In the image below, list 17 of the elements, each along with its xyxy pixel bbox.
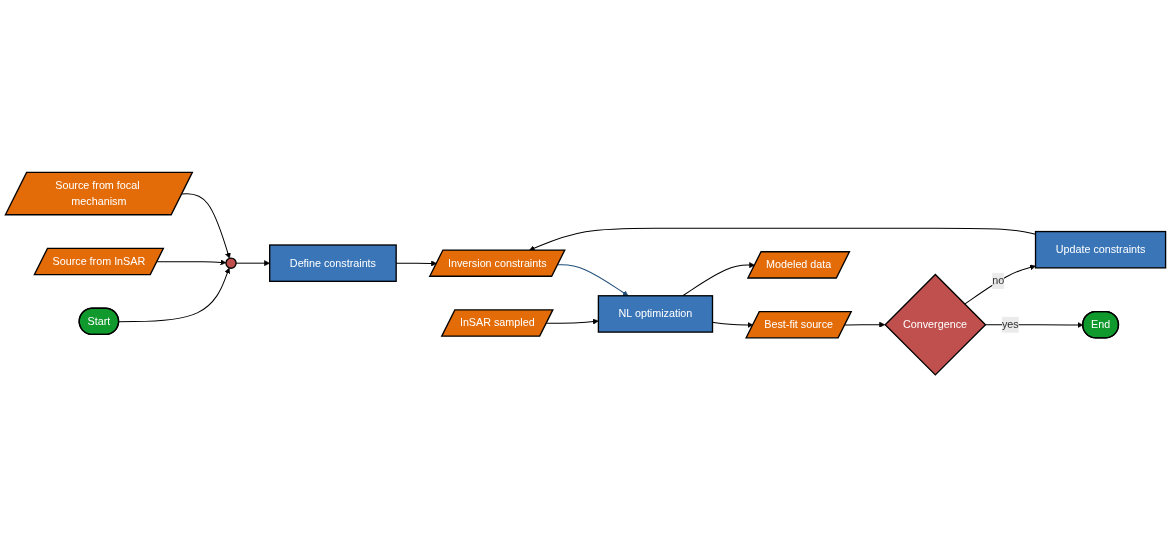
arrow	[235, 260, 270, 266]
node-circle	[225, 257, 237, 269]
arrow	[546, 318, 599, 325]
arrow	[844, 321, 886, 328]
node-box: Define constraints	[269, 244, 397, 282]
arrow	[557, 264, 629, 296]
arrow	[712, 321, 754, 328]
node-box: Update constraints	[1034, 230, 1167, 269]
arrow	[118, 267, 231, 323]
arrow	[181, 193, 231, 259]
arrow	[156, 259, 227, 266]
edge-label: yes	[1001, 318, 1019, 330]
arrow	[682, 262, 756, 297]
node-box: NL optimization	[597, 295, 714, 333]
node-diamond: Convergence	[884, 273, 987, 376]
edge-label: no	[992, 274, 1005, 287]
arrow	[964, 264, 1036, 305]
